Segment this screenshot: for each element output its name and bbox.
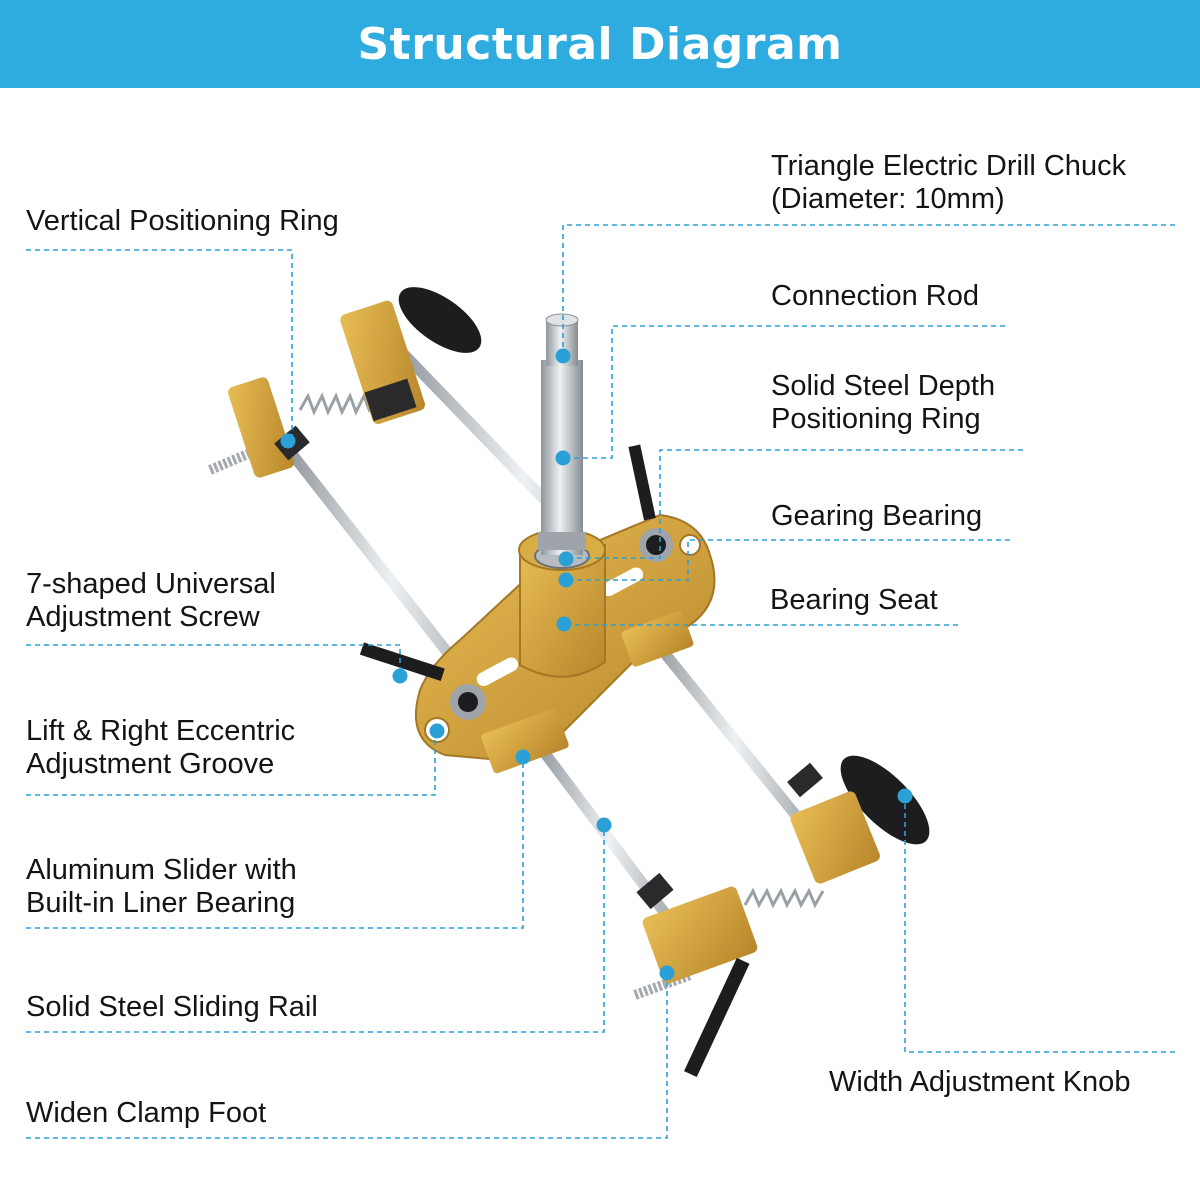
leader-gearing-bearing	[563, 539, 1010, 581]
lever-right	[628, 444, 673, 562]
label-eccentric-line1: Lift & Right Eccentric	[26, 715, 296, 747]
marker-vertical-ring	[280, 433, 296, 449]
label-chuck-line1: Triangle Electric Drill Chuck	[771, 150, 1127, 182]
marker-depth-ring	[558, 551, 574, 567]
leader-clamp-foot	[26, 973, 668, 1139]
tool-illustration	[208, 287, 930, 1078]
label-chuck: Triangle Electric Drill Chuck (Diameter:…	[771, 150, 1126, 216]
label-seven-screw-line2: Adjustment Screw	[26, 601, 260, 633]
marker-bearing-seat	[556, 616, 572, 632]
knob-upper	[398, 287, 482, 353]
label-clamp-foot: Widen Clamp Foot	[26, 1097, 266, 1130]
label-depth-ring: Solid Steel Depth Positioning Ring	[771, 370, 995, 436]
label-gearing-bearing-text: Gearing Bearing	[771, 500, 983, 532]
clamp-block-upper-left	[228, 377, 295, 478]
marker-gearing-bearing	[558, 572, 574, 588]
ring-lower	[787, 762, 823, 798]
label-width-knob: Width Adjustment Knob	[829, 1066, 1130, 1099]
ring-foot	[636, 872, 674, 910]
lever-left	[359, 642, 486, 720]
spring-lower	[743, 887, 825, 909]
clamp-jaw-upper	[364, 378, 417, 422]
marker-connection-rod	[555, 450, 571, 466]
label-bearing-seat: Bearing Seat	[770, 584, 938, 617]
title-banner: Structural Diagram	[0, 0, 1200, 88]
spring-upper	[298, 392, 372, 416]
label-chuck-line2: (Diameter: 10mm)	[771, 183, 1005, 215]
label-eccentric-line2: Adjustment Groove	[26, 748, 275, 780]
label-vertical-ring-text: Vertical Positioning Ring	[26, 205, 339, 237]
label-seven-screw: 7-shaped Universal Adjustment Screw	[26, 568, 276, 634]
marker-dots	[280, 348, 913, 981]
page-title: Structural Diagram	[357, 18, 843, 70]
slot-upper	[601, 567, 644, 597]
leader-eccentric	[26, 732, 436, 796]
label-sliding-rail: Solid Steel Sliding Rail	[26, 991, 318, 1024]
lever-foot	[684, 957, 750, 1078]
label-connection-rod: Connection Rod	[771, 280, 979, 313]
label-width-knob-text: Width Adjustment Knob	[829, 1066, 1131, 1098]
label-eccentric: Lift & Right Eccentric Adjustment Groove	[26, 715, 295, 781]
marker-slider	[515, 749, 531, 765]
label-vertical-ring: Vertical Positioning Ring	[26, 205, 339, 238]
clamp-foot-block	[642, 886, 758, 984]
marker-sliding-rail	[596, 817, 612, 833]
chuck-top	[545, 313, 579, 327]
label-bearing-seat-text: Bearing Seat	[770, 584, 938, 616]
marker-eccentric	[429, 723, 445, 739]
bearing-seat-body	[519, 543, 606, 678]
label-seven-screw-line1: 7-shaped Universal	[26, 568, 276, 600]
knob-lower	[840, 755, 930, 845]
slider-block-lower	[481, 708, 569, 774]
marker-width-knob	[897, 788, 913, 804]
label-slider-line1: Aluminum Slider with	[26, 854, 297, 886]
leader-width-knob	[904, 796, 1175, 1053]
label-depth-ring-line2: Positioning Ring	[771, 403, 981, 435]
leader-vertical-ring	[26, 249, 293, 440]
label-depth-ring-line1: Solid Steel Depth	[771, 370, 996, 402]
leader-sliding-rail	[26, 825, 605, 1033]
label-slider-line2: Built-in Liner Bearing	[26, 887, 296, 919]
slot-lower	[476, 657, 519, 687]
leader-connection-rod	[563, 325, 1005, 459]
hole-right	[679, 534, 701, 556]
leader-chuck	[562, 224, 1175, 356]
label-clamp-foot-text: Widen Clamp Foot	[26, 1097, 267, 1129]
leader-seven-screw	[26, 644, 401, 676]
label-gearing-bearing: Gearing Bearing	[771, 500, 982, 533]
label-slider: Aluminum Slider with Built-in Liner Bear…	[26, 854, 297, 920]
label-sliding-rail-text: Solid Steel Sliding Rail	[26, 991, 318, 1023]
marker-seven-screw	[392, 668, 408, 684]
leader-lines	[26, 224, 1175, 1139]
depth-ring	[538, 532, 586, 550]
leader-depth-ring	[563, 449, 1023, 559]
leader-slider	[26, 757, 524, 929]
clamp-block-lower-right	[790, 791, 880, 884]
label-connection-rod-text: Connection Rod	[771, 280, 979, 312]
marker-clamp-foot	[659, 965, 675, 981]
marker-chuck	[555, 348, 571, 364]
